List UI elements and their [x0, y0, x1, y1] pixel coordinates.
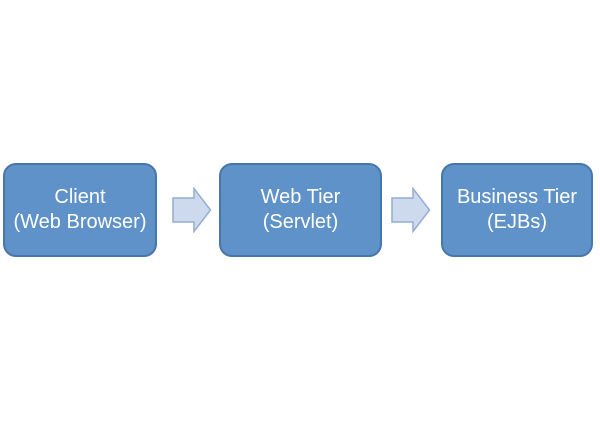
node-business-tier-line2: (EJBs) — [487, 211, 547, 233]
node-business-tier-line1: Business Tier — [456, 186, 578, 208]
arrow-right-icon — [172, 187, 212, 233]
node-web-tier-label: Web Tier (Servlet) — [261, 185, 341, 235]
arrow-right-shape — [172, 187, 212, 233]
node-client-label: Client (Web Browser) — [14, 185, 147, 235]
arrow-right-icon — [391, 187, 431, 233]
arrow-right-shape — [391, 187, 431, 233]
node-client-line2: (Web Browser) — [13, 211, 147, 233]
node-client: Client (Web Browser) — [3, 163, 157, 257]
node-web-tier: Web Tier (Servlet) — [219, 163, 382, 257]
node-business-tier: Business Tier (EJBs) — [441, 163, 593, 257]
node-business-tier-label: Business Tier (EJBs) — [457, 185, 577, 235]
node-web-tier-line2: (Servlet) — [262, 211, 339, 233]
node-client-line1: Client — [54, 186, 106, 208]
flow-row: Client (Web Browser) Web Tier (Servlet) … — [3, 163, 593, 257]
node-web-tier-line1: Web Tier — [260, 186, 341, 208]
